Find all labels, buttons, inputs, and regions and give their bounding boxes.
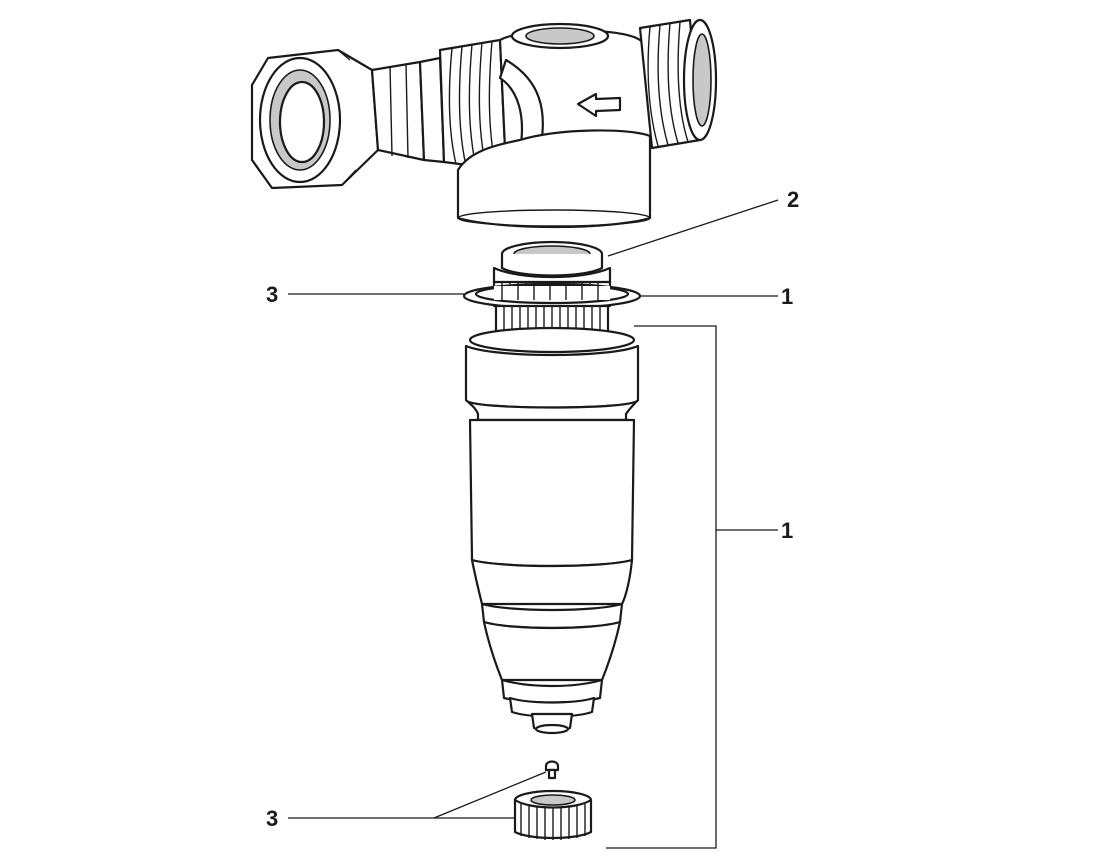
callout-1-bracket: 1 xyxy=(781,518,794,543)
leader-3-lower-to-plug xyxy=(433,771,547,819)
callout-3-upper: 3 xyxy=(266,282,279,307)
bowl-socket xyxy=(456,129,652,229)
leader-2 xyxy=(607,199,779,257)
callout-2: 2 xyxy=(787,187,800,212)
drain-nut xyxy=(513,789,593,840)
drain-plug xyxy=(544,760,560,780)
o-ring-seal xyxy=(462,282,642,310)
bracket-1 xyxy=(606,325,717,849)
filter-bowl xyxy=(464,326,640,735)
pipe-connector xyxy=(370,56,446,164)
callout-1-upper: 1 xyxy=(781,284,794,309)
right-thread xyxy=(638,18,718,150)
union-nut xyxy=(250,48,380,190)
leader-lines xyxy=(288,199,779,849)
filter-head-housing xyxy=(250,18,718,229)
callout-3-lower: 3 xyxy=(266,806,279,831)
flow-direction-arrow xyxy=(576,92,622,118)
